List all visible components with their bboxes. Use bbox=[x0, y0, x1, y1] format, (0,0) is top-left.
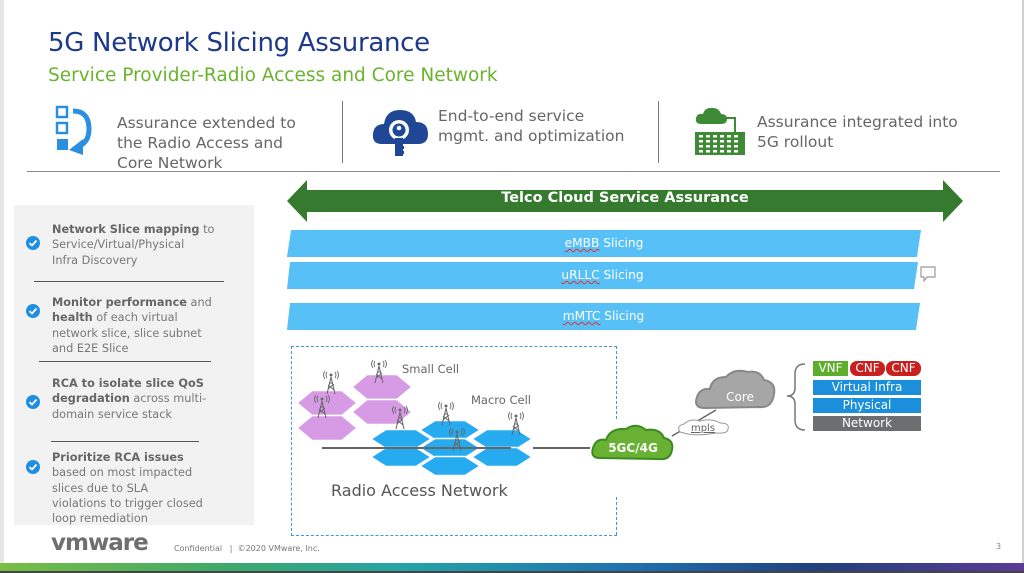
core-cloud-icon bbox=[695, 369, 776, 410]
small-cell-hexagon bbox=[295, 414, 359, 442]
small-cell-hexagon bbox=[350, 398, 414, 426]
confidential-label: Confidential bbox=[174, 544, 223, 553]
mpls-label: mpls bbox=[691, 423, 715, 434]
small-cell-group bbox=[295, 373, 414, 442]
check-circle-icon bbox=[26, 395, 40, 409]
stack-layer-network: Network bbox=[813, 416, 921, 431]
ran-boundary bbox=[291, 346, 617, 536]
footer-legal: Confidential | ©2020 VMware, Inc. bbox=[174, 544, 320, 553]
capability-bold: RCA to isolate slice QoS bbox=[52, 377, 204, 390]
brand-gradient-bar bbox=[0, 563, 1024, 571]
vmware-logo: vmware bbox=[51, 532, 149, 554]
macro-cell-hexagon bbox=[369, 446, 433, 468]
cloud-key-icon bbox=[372, 110, 428, 156]
core-label: Core bbox=[726, 390, 754, 404]
banner-label: Telco Cloud Service Assurance bbox=[501, 190, 749, 206]
double-arrow-icon bbox=[287, 180, 963, 222]
feature-text-line: 5G rollout bbox=[757, 133, 834, 151]
service-assurance-banner: Telco Cloud Service Assurance bbox=[287, 180, 963, 222]
feature-divider bbox=[342, 101, 343, 163]
checklist-refresh-icon bbox=[55, 105, 92, 155]
capabilities-panel: Network Slice mapping to Service/Virtual… bbox=[14, 205, 254, 525]
copyright-label: ©2020 VMware, Inc. bbox=[237, 544, 320, 553]
ran-boundary-edge bbox=[616, 346, 617, 419]
slice-bar-urllc: uRLLC Slicing bbox=[287, 262, 918, 289]
header-divider bbox=[27, 171, 1000, 172]
slide-title: 5G Network Slicing Assurance bbox=[48, 28, 430, 58]
capability-bold: Network Slice mapping bbox=[52, 223, 200, 236]
slice-bar-mmtc: mMTC Slicing bbox=[287, 303, 920, 330]
capability-bold: Prioritize RCA issues bbox=[52, 451, 184, 464]
comment-icon[interactable] bbox=[919, 265, 937, 283]
macro-cell-hexagon bbox=[418, 455, 482, 477]
cnf-badge: CNF bbox=[886, 361, 921, 376]
cnf-badge: CNF bbox=[850, 361, 885, 376]
feature-text-line: the Radio Access and bbox=[117, 134, 283, 152]
slice-label: uRLLC Slicing bbox=[561, 268, 644, 282]
5gc-cloud-icon bbox=[591, 424, 674, 461]
small-cell-label: Small Cell bbox=[402, 362, 459, 376]
small-cell-hexagon bbox=[295, 389, 359, 417]
slide-right-edge bbox=[1022, 0, 1024, 573]
slice-bar-embb: eMBB Slicing bbox=[287, 230, 921, 257]
stack-layer-virtual-infra: Virtual Infra bbox=[813, 380, 921, 395]
capability-divider bbox=[34, 281, 224, 282]
feature-text-line: mgmt. and optimization bbox=[438, 127, 625, 145]
check-circle-icon bbox=[26, 460, 40, 474]
macro-cell-hexagon bbox=[470, 428, 534, 450]
5gc-label: 5GC/4G bbox=[608, 441, 658, 455]
slide-left-edge bbox=[0, 0, 4, 573]
bottom-edge bbox=[0, 571, 1024, 573]
capability-divider bbox=[39, 361, 211, 362]
feature-end-to-end: End-to-end service mgmt. and optimizatio… bbox=[370, 100, 650, 166]
feature-radio-access: Assurance extended to the Radio Access a… bbox=[55, 100, 335, 172]
mpls-cloud-icon bbox=[678, 419, 729, 436]
footer-separator: | bbox=[229, 544, 233, 553]
page-number: 3 bbox=[996, 542, 1002, 551]
check-circle-icon bbox=[26, 304, 40, 318]
ran-label: Radio Access Network bbox=[331, 481, 508, 500]
svg-text:vmware: vmware bbox=[51, 532, 148, 554]
macro-cell-hexagon bbox=[470, 446, 534, 468]
function-row: VNF CNF CNF bbox=[813, 361, 921, 376]
feature-text-line: Core Network bbox=[117, 154, 223, 172]
slice-label: eMBB Slicing bbox=[564, 236, 644, 250]
feature-text-line: End-to-end service bbox=[438, 107, 585, 125]
macro-cell-hexagon bbox=[369, 428, 433, 450]
capability-bold: Monitor performance bbox=[52, 296, 187, 309]
ran-boundary-edge bbox=[616, 497, 617, 535]
feature-text-line: Assurance integrated into bbox=[757, 113, 958, 131]
feature-text-line: Assurance extended to bbox=[117, 114, 296, 132]
check-circle-icon bbox=[26, 236, 40, 250]
feature-5g-rollout: Assurance integrated into 5G rollout bbox=[693, 100, 1003, 166]
vnf-badge: VNF bbox=[813, 361, 848, 376]
stack-layer-physical: Physical bbox=[813, 398, 921, 413]
slide-subtitle: Service Provider-Radio Access and Core N… bbox=[48, 65, 498, 86]
macro-cell-label: Macro Cell bbox=[471, 393, 531, 407]
slice-label: mMTC Slicing bbox=[562, 309, 645, 323]
cloud-keyboard-icon bbox=[695, 107, 745, 155]
brace-icon bbox=[786, 363, 806, 431]
feature-divider bbox=[658, 101, 659, 163]
capability-divider bbox=[51, 441, 199, 442]
